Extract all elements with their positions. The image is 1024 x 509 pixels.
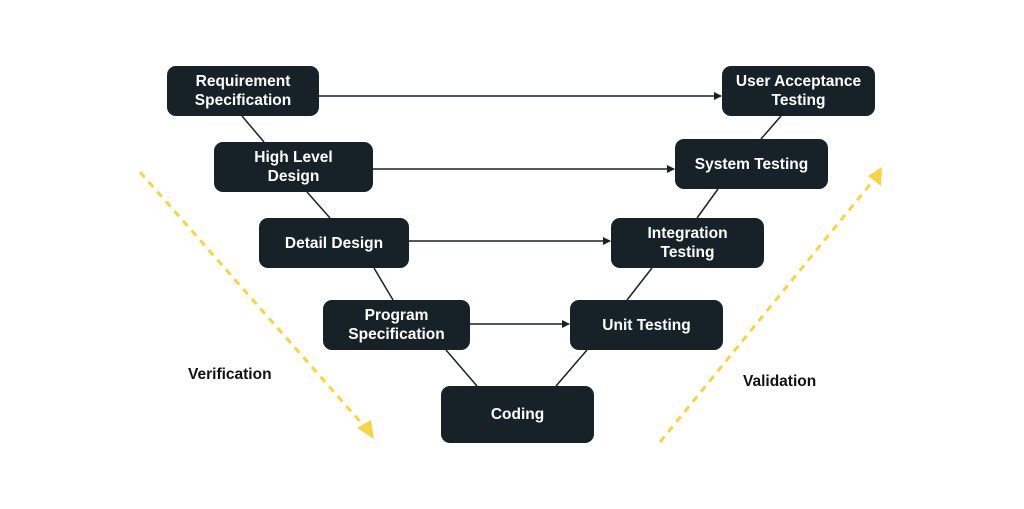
validation-dashed-line bbox=[658, 181, 874, 443]
validation-arrowhead bbox=[868, 167, 882, 186]
stage-high-level-design: High Level Design bbox=[214, 142, 373, 192]
verification-dashed-line bbox=[138, 171, 366, 427]
stage-program-specification: Program Specification bbox=[323, 300, 470, 350]
stage-coding: Coding bbox=[441, 386, 594, 443]
validation-label: Validation bbox=[743, 373, 817, 390]
link-ps-coding bbox=[445, 349, 478, 387]
link-coding-ut bbox=[555, 349, 588, 387]
link-ut-it bbox=[626, 267, 653, 301]
stage-requirement-specification: Requirement Specification bbox=[167, 66, 319, 116]
link-dd-ps bbox=[373, 267, 394, 301]
stage-user-acceptance-testing: User Acceptance Testing bbox=[722, 66, 875, 116]
stage-detail-design: Detail Design bbox=[259, 218, 409, 268]
link-st-uat bbox=[760, 115, 782, 140]
link-hld-dd bbox=[306, 191, 331, 219]
verification-arrowhead bbox=[357, 420, 374, 439]
stage-system-testing: System Testing bbox=[675, 139, 828, 189]
link-it-st bbox=[696, 188, 719, 219]
stage-unit-testing: Unit Testing bbox=[570, 300, 723, 350]
link-req-hld bbox=[241, 115, 265, 143]
verification-label: Verification bbox=[188, 366, 272, 383]
stage-integration-testing: Integration Testing bbox=[611, 218, 764, 268]
